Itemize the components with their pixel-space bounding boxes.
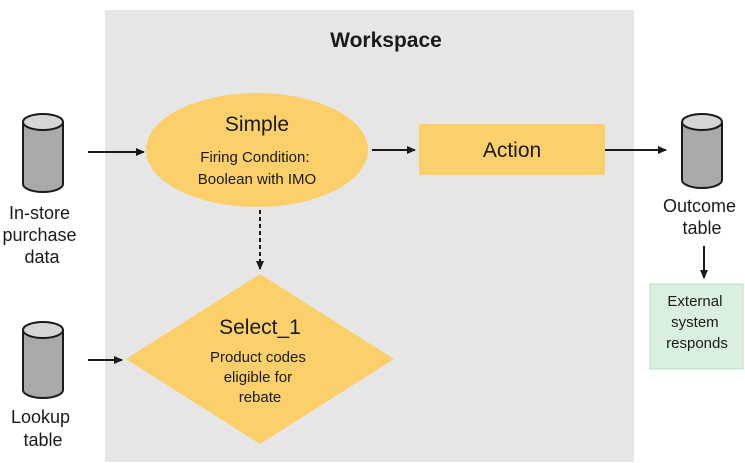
external-system-node <box>649 283 744 370</box>
select-node-subtitle: Product codes eligible for rebate <box>210 349 310 406</box>
instore-data-cylinder-icon <box>22 113 64 193</box>
external-system-label: External system responds <box>666 293 728 352</box>
select-node-title: Select_1 <box>219 316 301 339</box>
simple-node-title: Simple <box>225 113 289 136</box>
lookup-table-label: Lookup table <box>11 407 75 450</box>
workspace-title: Workspace <box>330 29 442 52</box>
instore-data-label: In-store purchase data <box>2 203 81 267</box>
simple-node <box>146 93 368 207</box>
outcome-table-label: Outcome table <box>663 196 741 238</box>
outcome-table-cylinder-icon <box>681 113 723 189</box>
action-node-label: Action <box>483 139 541 162</box>
select-node <box>126 274 394 444</box>
lookup-table-cylinder-icon <box>22 321 64 399</box>
action-node <box>419 124 605 175</box>
simple-node-subtitle: Firing Condition: Boolean with IMO <box>198 149 316 188</box>
